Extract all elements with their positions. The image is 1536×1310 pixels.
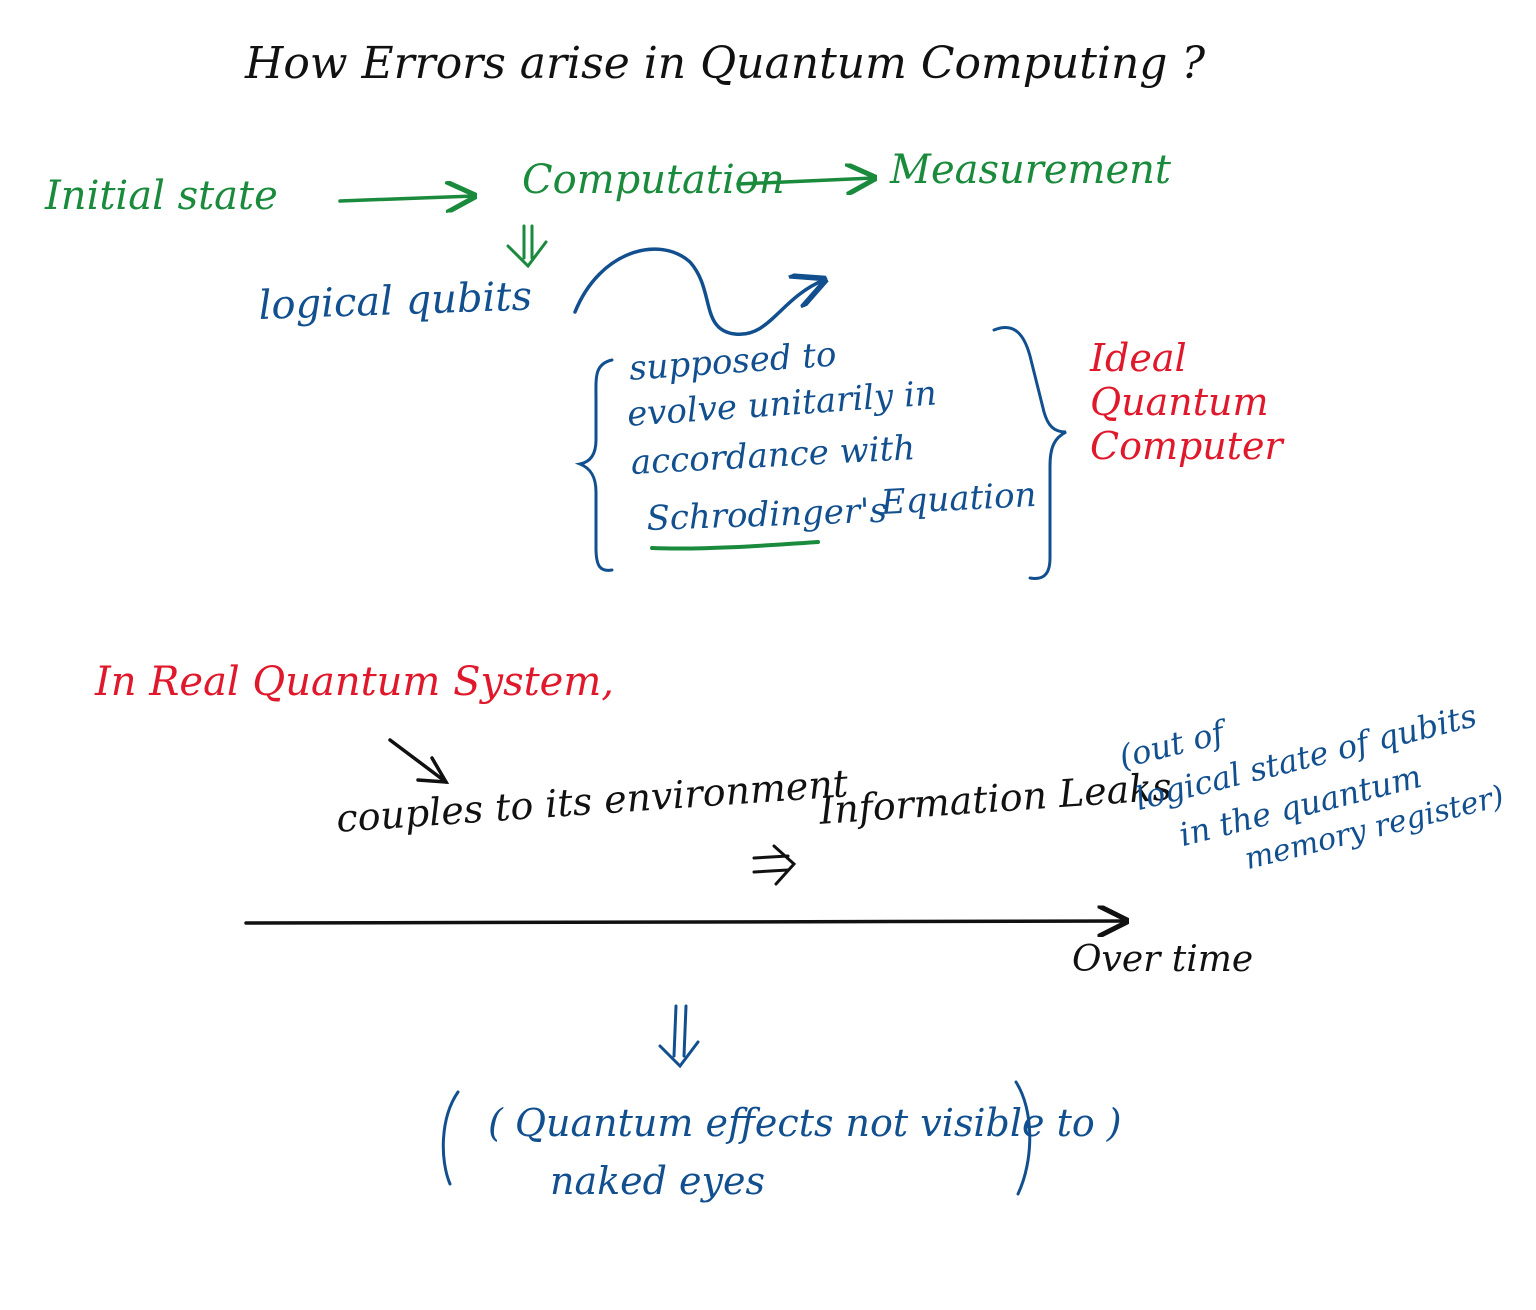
blue-implies-down-icon — [658, 1004, 700, 1069]
timeline-label: Over time — [1072, 939, 1254, 980]
timeline-arrow — [244, 921, 1126, 923]
logical-qubits-label: logical qubits — [257, 273, 533, 329]
schrodinger-underline — [650, 540, 820, 551]
page-title: How Errors arise in Quantum Computing ? — [245, 38, 1206, 89]
flow-computation: Computation — [522, 157, 785, 203]
flow-measurement: Measurement — [890, 147, 1171, 193]
ideal-note-schrodinger: Schrodinger's — [645, 490, 888, 539]
result-left-paren — [441, 1090, 460, 1186]
left-curly-brace — [574, 358, 614, 572]
result-right-paren — [1014, 1080, 1032, 1196]
arrow-computation-to-measurement — [736, 178, 874, 184]
implies-right-icon — [752, 844, 797, 886]
result-line: ( Quantum effects not visible to ) — [488, 1101, 1122, 1145]
right-curly-brace — [992, 326, 1067, 580]
green-implies-down-icon — [506, 224, 548, 269]
wavy-evolution-arrow — [573, 247, 824, 336]
real-system-heading: In Real Quantum System, — [95, 659, 614, 705]
arrow-initial-to-computation — [338, 196, 474, 201]
ideal-note-equation: Equation — [879, 474, 1038, 523]
result-line: naked eyes — [550, 1159, 765, 1203]
ideal-quantum-computer-label: Ideal Quantum Computer — [1090, 336, 1283, 469]
diagonal-arrow-icon — [388, 738, 450, 784]
flow-initial-state: Initial state — [45, 173, 278, 219]
